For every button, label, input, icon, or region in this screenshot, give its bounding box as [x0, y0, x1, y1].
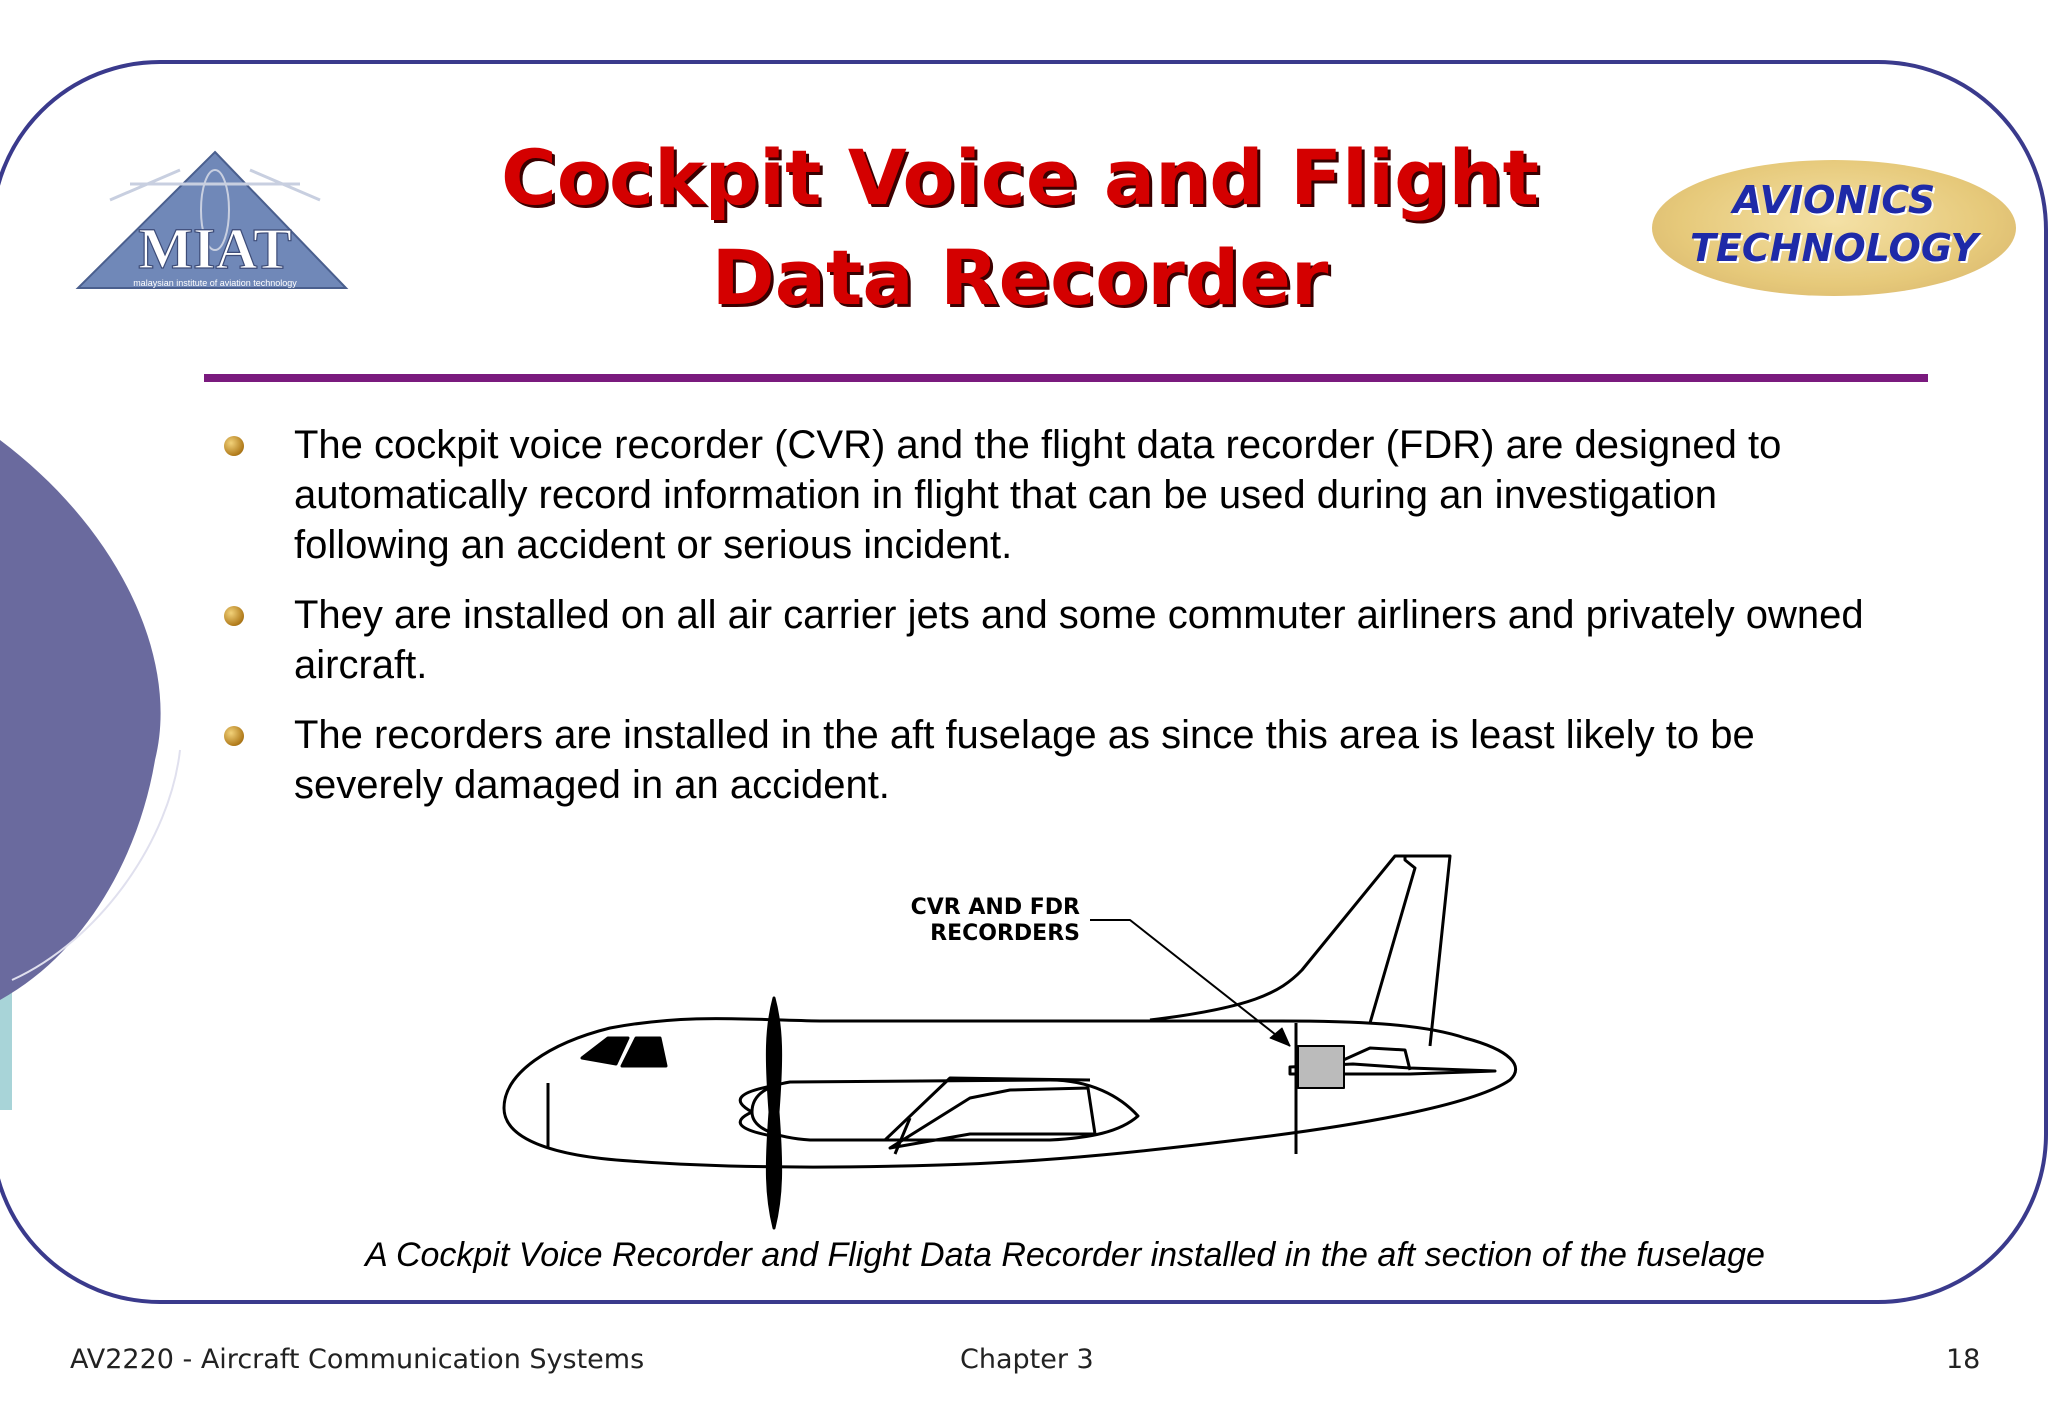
bullet-text: The cockpit voice recorder (CVR) and the… [294, 423, 1782, 567]
title-line-1: Cockpit Voice and Flight [501, 133, 1539, 222]
bullet-item: The recorders are installed in the aft f… [220, 710, 1870, 810]
footer-chapter: Chapter 3 [960, 1344, 1094, 1375]
figure-caption: A Cockpit Voice Recorder and Flight Data… [365, 1236, 1765, 1274]
aircraft-diagram: CVR AND FDR RECORDERS [502, 854, 1517, 1230]
bullet-text: The recorders are installed in the aft f… [294, 713, 1755, 807]
avionics-technology-badge: AVIONICS TECHNOLOGY [1652, 160, 2016, 296]
decorative-circle [0, 440, 181, 1110]
miat-logo: MIAT malaysian institute of aviation tec… [75, 150, 349, 289]
bullet-item: The cockpit voice recorder (CVR) and the… [220, 420, 1870, 570]
footer-course: AV2220 - Aircraft Communication Systems [70, 1344, 645, 1375]
bullet-icon [224, 436, 244, 456]
bullet-item: They are installed on all air carrier je… [220, 590, 1870, 690]
badge-line-1: AVIONICS [1732, 178, 1936, 222]
propeller [765, 996, 783, 1230]
recorder-box [1297, 1045, 1345, 1089]
fuselage-outline [502, 1017, 1517, 1169]
slide-title: Cockpit Voice and Flight Data Recorder [420, 128, 1620, 328]
logo-subtitle: malaysian institute of aviation technolo… [133, 278, 297, 288]
cockpit-window [580, 1036, 630, 1066]
title-divider [204, 374, 1928, 382]
footer-page-number: 18 [1946, 1344, 1981, 1375]
cockpit-window [620, 1036, 668, 1068]
callout-label-line-2: RECORDERS [930, 921, 1080, 946]
wing [888, 1086, 1097, 1150]
title-line-2: Data Recorder [711, 233, 1329, 322]
propeller-spinner [738, 1084, 774, 1138]
bullet-icon [224, 726, 244, 746]
bullet-list: The cockpit voice recorder (CVR) and the… [220, 420, 1870, 830]
bullet-icon [224, 606, 244, 626]
bullet-text: They are installed on all air carrier je… [294, 593, 1864, 687]
callout-leader [1090, 919, 1291, 1047]
badge-line-2: TECHNOLOGY [1689, 226, 1978, 270]
callout-label-line-1: CVR AND FDR [911, 895, 1080, 920]
logo-text: MIAT [138, 216, 292, 281]
callout-arrow-icon [1269, 1027, 1291, 1047]
vertical-tail [1149, 854, 1452, 1047]
